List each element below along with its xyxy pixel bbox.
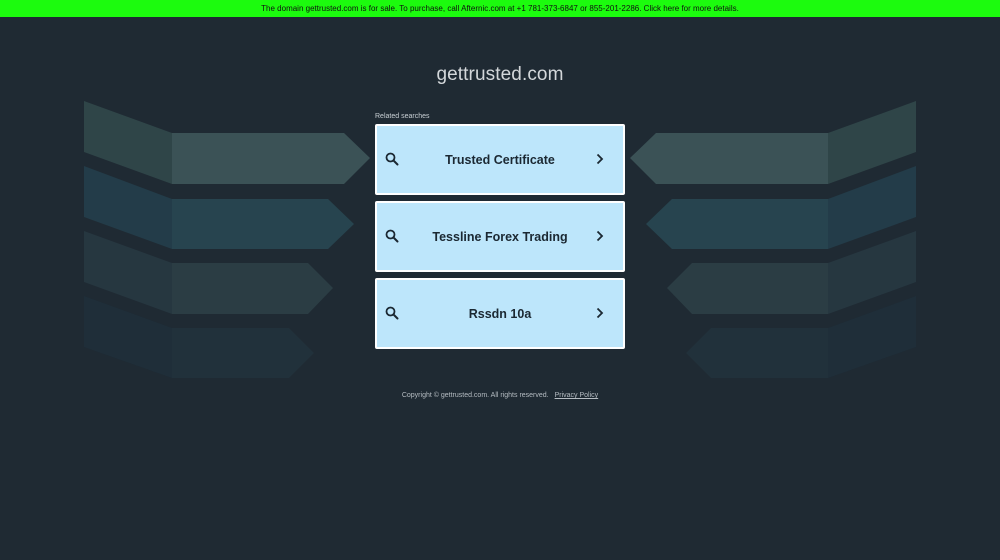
right-arrows: [630, 101, 916, 378]
chevron-right-icon: [596, 153, 604, 165]
left-arrows: [84, 101, 370, 378]
chevron-right-icon: [596, 307, 604, 319]
related-searches-label: Related searches: [375, 113, 430, 120]
related-search-link-tessline-forex-trading[interactable]: Tessline Forex Trading: [375, 201, 625, 272]
privacy-policy-link[interactable]: Privacy Policy: [554, 392, 599, 399]
related-search-label: Rssdn 10a: [468, 306, 532, 321]
related-search-link-rssdn-10a[interactable]: Rssdn 10a: [375, 278, 625, 349]
related-search-label: Trusted Certificate: [445, 152, 555, 167]
page-title: gettrusted.com: [436, 64, 564, 85]
search-icon: [385, 152, 399, 166]
related-search-label: Tessline Forex Trading: [432, 229, 568, 244]
chevron-right-icon: [596, 230, 604, 242]
copyright-text: Copyright © gettrusted.com. All rights r…: [401, 392, 549, 399]
footer: Copyright © gettrusted.com. All rights r…: [0, 392, 1000, 399]
search-icon: [385, 306, 399, 320]
search-icon: [385, 229, 399, 243]
related-search-link-trusted-certificate[interactable]: Trusted Certificate: [375, 124, 625, 195]
domain-for-sale-banner[interactable]: The domain gettrusted.com is for sale. T…: [0, 0, 1000, 17]
